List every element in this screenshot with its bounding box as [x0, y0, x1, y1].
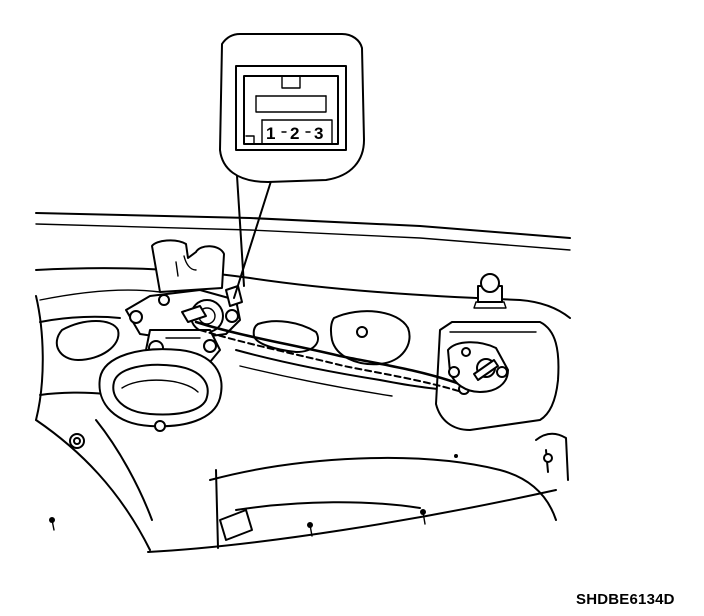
trunk-latch: [98, 239, 243, 432]
pin-2-label: 2: [290, 124, 299, 143]
pin-3-label: 3: [314, 124, 323, 143]
pin-1-label: 1: [266, 124, 275, 143]
figure-code: SHDBE6134D: [576, 591, 675, 608]
connector-face: 1 2 3: [235, 65, 347, 151]
key-cylinder: [447, 341, 509, 393]
